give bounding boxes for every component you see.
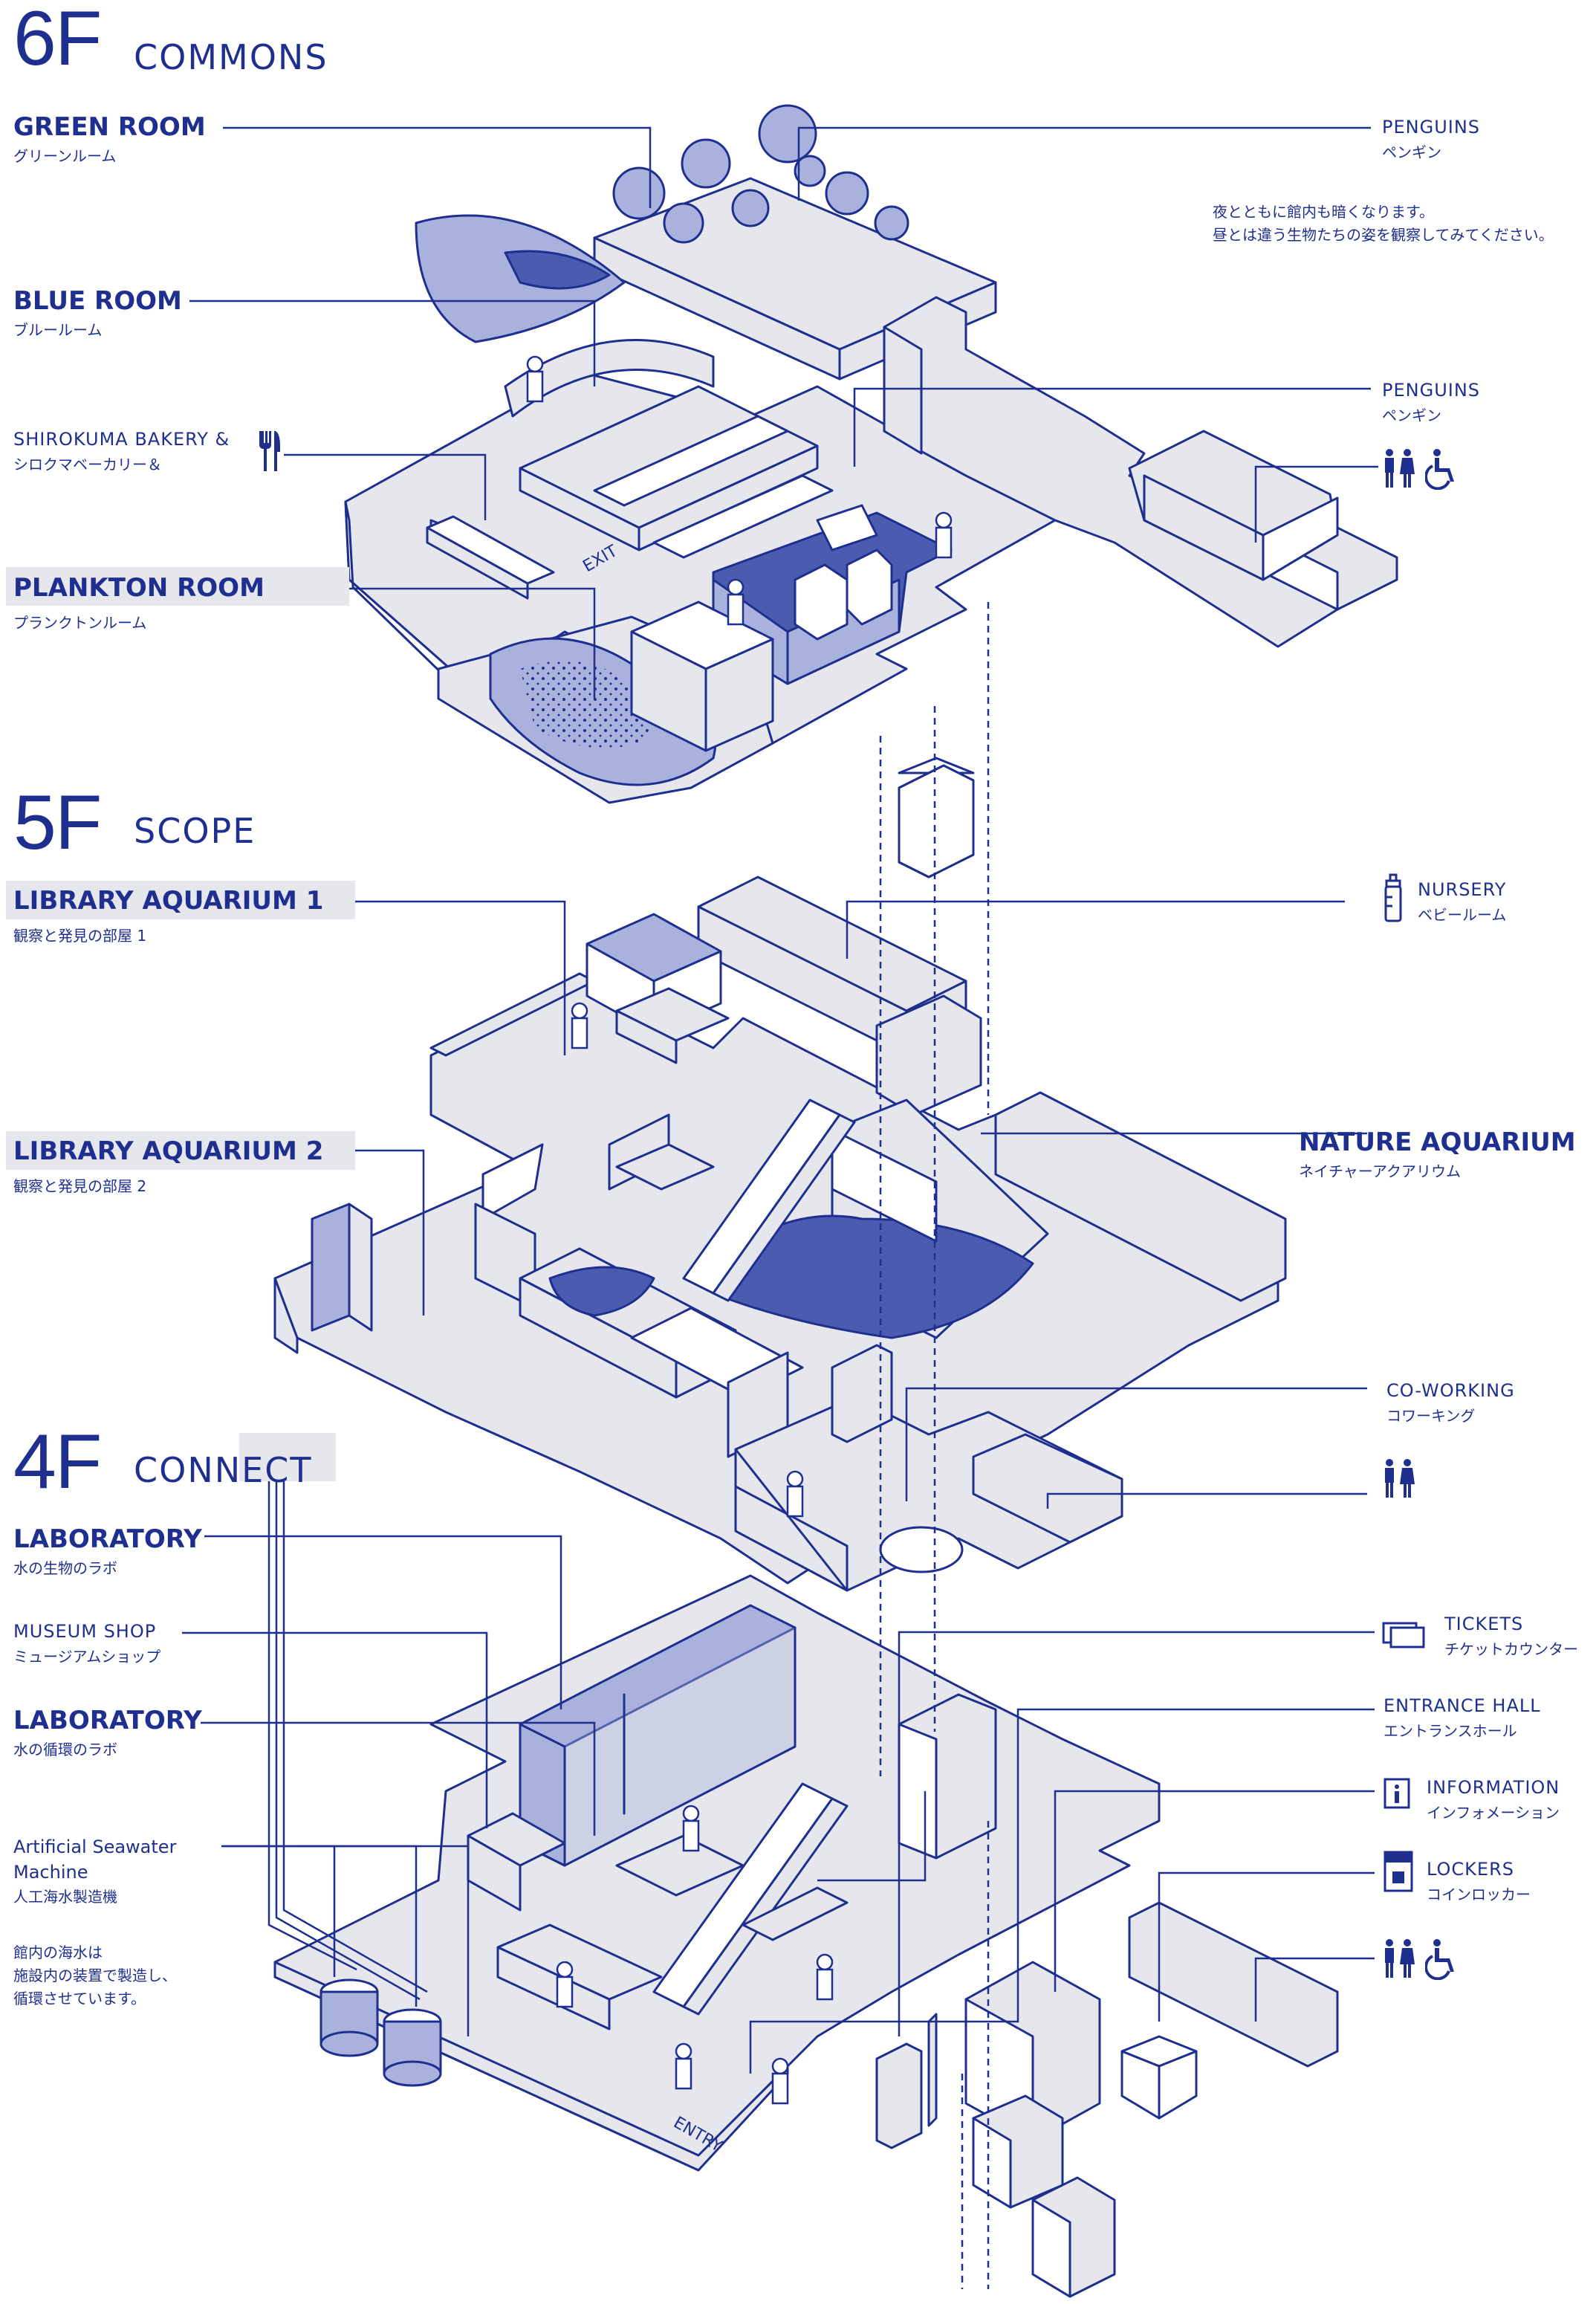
restroom-icon-4f: [1385, 1939, 1415, 1978]
floor-name-5f: SCOPE: [134, 811, 256, 851]
label-penguins-top[interactable]: PENGUINS ペンギン: [1382, 117, 1481, 161]
4f-walls: [875, 1693, 1339, 2149]
library1-highlight: [6, 881, 355, 919]
label-museum-shop[interactable]: MUSEUM SHOP ミュージアムショップ: [13, 1621, 161, 1666]
label-entrance-hall[interactable]: ENTRANCE HALL エントランスホール: [1383, 1695, 1541, 1740]
label-laboratory-1[interactable]: LABORATORY 水の生物のラボ: [13, 1524, 202, 1578]
leader-lines: [182, 126, 1378, 2074]
label-library-aquarium-2[interactable]: LIBRARY AQUARIUM 2 観察と発見の部屋 2: [13, 1136, 324, 1196]
bakery-counter: [426, 515, 555, 600]
museum-shop-shelves: [467, 1812, 663, 2030]
coworking-area: [734, 1344, 1123, 1592]
lockers-cube: [1120, 2035, 1198, 2120]
library-aquarium-2-book: [311, 1203, 373, 1332]
restroom-icon-5f: [1385, 1459, 1415, 1498]
library-aquarium-1-books: [585, 913, 730, 1064]
label-blue-room[interactable]: BLUE ROOM ブルールーム: [13, 286, 182, 340]
info-icon: [1383, 1778, 1410, 1809]
label-green-room[interactable]: GREEN ROOM グリーンルーム: [13, 112, 206, 166]
label-library-aquarium-1[interactable]: LIBRARY AQUARIUM 1 観察と発見の部屋 1: [13, 886, 324, 945]
escalator-5f: [615, 1098, 856, 1302]
seawater-note: 館内の海水は 施設内の装置で製造し、 循環させています。: [13, 1944, 177, 2007]
label-seawater-machine[interactable]: Artificial Seawater Machine 人工海水製造機: [13, 1837, 177, 1906]
label-information[interactable]: INFORMATION インフォメーション: [1427, 1777, 1560, 1822]
label-tickets[interactable]: TICKETS チケットカウンター: [1444, 1614, 1578, 1658]
ticket-icon: [1382, 1622, 1425, 1648]
vertical-shaft-lines: [879, 602, 990, 2289]
laboratory-area: [519, 1604, 797, 1867]
wheelchair-icon: [1425, 449, 1454, 490]
baby-bottle-icon: [1384, 873, 1402, 922]
label-penguins-2[interactable]: PENGUINS ペンギン: [1382, 380, 1481, 424]
library2-highlight: [6, 1131, 355, 1170]
wheelchair-icon-4f: [1425, 1939, 1454, 1980]
cutlery-icon: [259, 431, 280, 471]
locker-icon: [1383, 1851, 1413, 1892]
plankton-room-highlight: [6, 567, 349, 606]
label-coworking[interactable]: CO-WORKING コワーキング: [1386, 1380, 1515, 1425]
blue-room-area: [415, 214, 715, 418]
label-lockers[interactable]: LOCKERS コインロッカー: [1427, 1859, 1531, 1903]
floor-name-4f: CONNECT: [134, 1450, 313, 1490]
penguins-note: 夜とともに館内も暗くなります。 昼とは違う生物たちの姿を観察してみてください。: [1213, 203, 1554, 244]
seawater-tanks: [319, 1978, 442, 2087]
label-shirokuma-bakery[interactable]: SHIROKUMA BAKERY & シロクマベーカリー＆: [13, 429, 230, 473]
4f-bottom-boxes: [898, 757, 1116, 2298]
green-room-trees: [612, 104, 909, 244]
label-nursery[interactable]: NURSERY ベビールーム: [1418, 879, 1507, 924]
restroom-icon: [1385, 449, 1415, 488]
nature-aquarium-area: [548, 1098, 1049, 1339]
people-figures: [526, 355, 953, 2105]
label-nature-aquarium[interactable]: NATURE AQUARIUM ネイチャーアクアリウム: [1299, 1127, 1576, 1181]
floor-name-highlight-4f: [239, 1433, 336, 1481]
label-laboratory-2[interactable]: LABORATORY 水の循環のラボ: [13, 1706, 202, 1759]
floor-number-6f: 6F: [13, 0, 102, 82]
elevator-shaft-box: [898, 764, 975, 878]
penguins-wing-6f: [883, 296, 1398, 648]
floor-number-5f: 5F: [13, 780, 102, 866]
floor-number-4f: 4F: [13, 1419, 102, 1505]
floor-name-6f: COMMONS: [134, 37, 328, 77]
plankton-room-area: [437, 601, 774, 804]
label-plankton-room[interactable]: PLANKTON ROOM プランクトンルーム: [13, 573, 265, 632]
escalator-4f: [615, 1782, 849, 2016]
